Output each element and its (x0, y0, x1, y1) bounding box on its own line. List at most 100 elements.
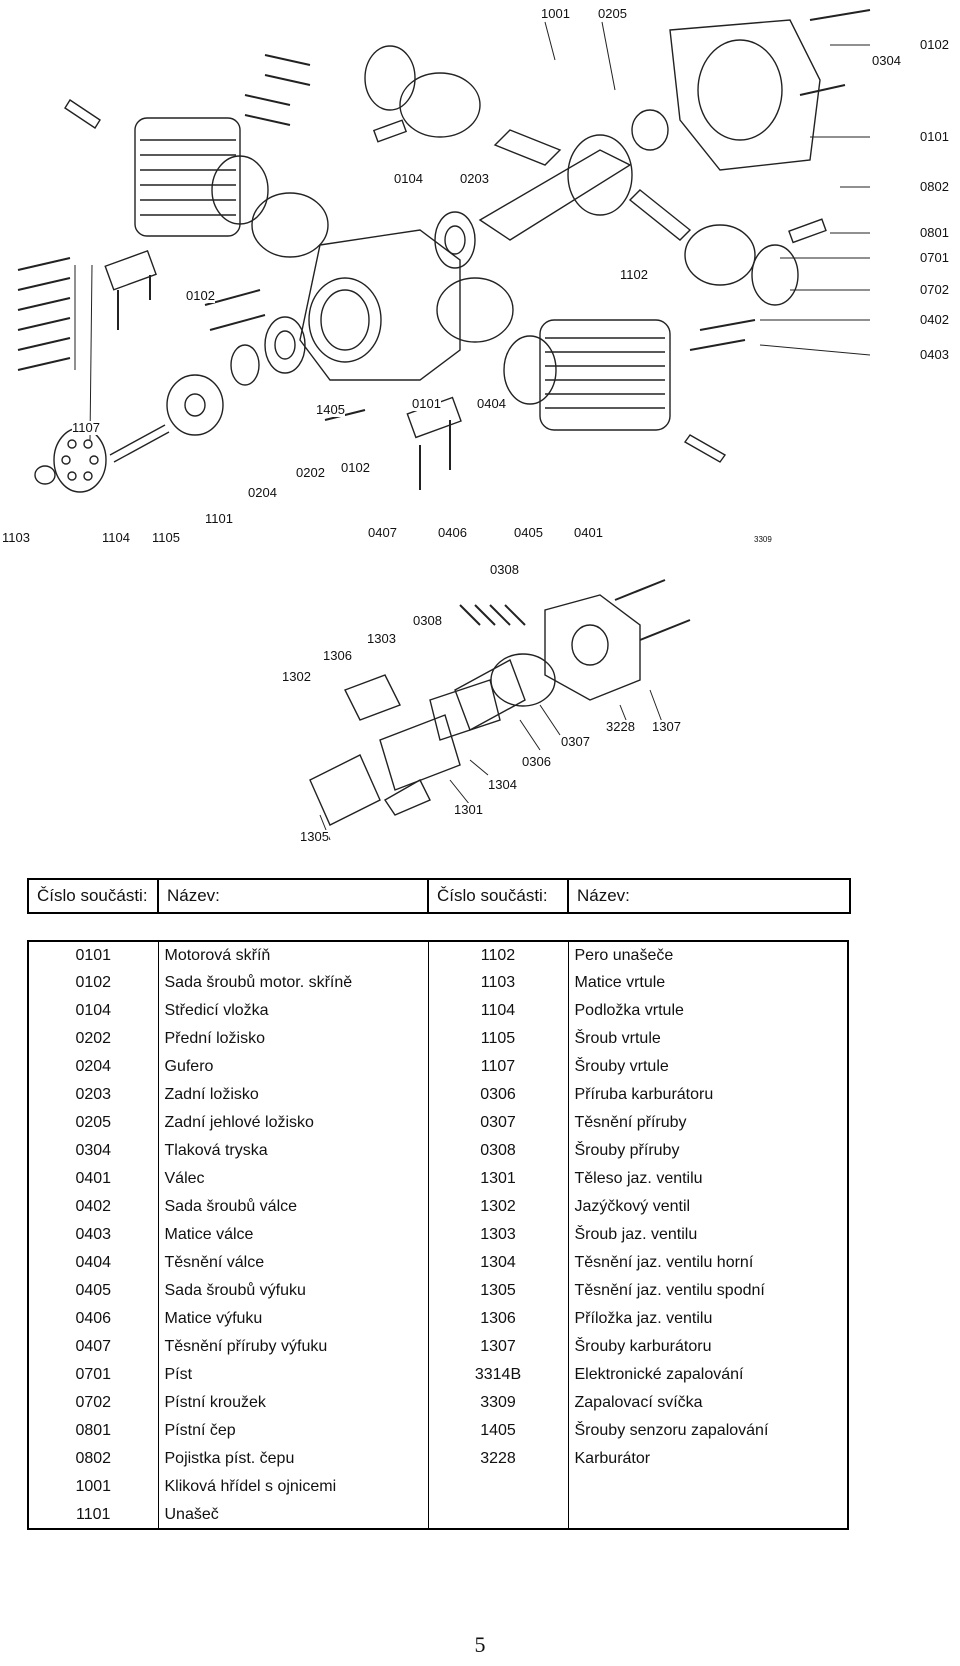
header-name: Název: (157, 879, 428, 913)
part-name-cell: Elektronické zapalování (567, 1361, 848, 1389)
part-number-cell: 0203 (75, 1086, 112, 1103)
callout-label: 1305 (300, 829, 329, 844)
part-name-cell: Tlaková tryska (157, 1137, 428, 1165)
callout-label: 0702 (920, 282, 949, 297)
part-number-cell: 0401 (75, 1170, 112, 1187)
part-number-cell: 3314B (427, 1361, 568, 1389)
part-number-cell: 0307 (427, 1109, 568, 1137)
part-name-cell: Pojistka píst. čepu (157, 1445, 428, 1473)
part-number-cell: 0405 (75, 1282, 112, 1299)
header-name: Název: (567, 879, 850, 913)
callout-label: 0402 (920, 312, 949, 327)
right-ring (751, 244, 799, 306)
callout-label: 1103 (2, 530, 30, 545)
part-name-cell (567, 1501, 848, 1529)
carb-flange (454, 658, 526, 732)
part-number-cell: 1001 (75, 1478, 112, 1495)
part-name-cell: Podložka vrtule (567, 997, 848, 1025)
part-name-cell: Šrouby senzoru zapalování (567, 1417, 848, 1445)
prop-nut (34, 465, 56, 485)
callout-label: 0104 (394, 171, 423, 186)
callout-label: 0306 (522, 754, 551, 769)
part-number-cell: 0407 (75, 1338, 112, 1355)
part-number-cell: 0406 (75, 1310, 112, 1327)
callout-label: 0204 (248, 485, 277, 500)
part-name-cell: Těleso jaz. ventilu (567, 1165, 848, 1193)
part-name-cell: Přední ložisko (157, 1025, 428, 1053)
part-number-cell: 0304 (75, 1142, 112, 1159)
part-name-cell: Těsnění jaz. ventilu horní (567, 1249, 848, 1277)
part-number-cell: 1103 (427, 969, 568, 997)
callout-label: 1303 (367, 631, 396, 646)
part-name-cell: Těsnění příruby (567, 1109, 848, 1137)
callout-label: 0404 (477, 396, 506, 411)
callout-label: 0701 (920, 250, 949, 265)
header-part-number: Číslo součásti: (37, 886, 148, 905)
part-number-cell: 1307 (427, 1333, 568, 1361)
reed-body (379, 714, 461, 791)
callout-label: 0101 (920, 129, 949, 144)
part-name-cell: Šroub vrtule (567, 1025, 848, 1053)
part-name-cell: Gufero (157, 1053, 428, 1081)
part-number-cell: 0306 (427, 1081, 568, 1109)
callout-label: 1304 (488, 777, 517, 792)
callout-label: 0403 (920, 347, 949, 362)
part-number-cell: 1104 (427, 997, 568, 1025)
part-name-cell: Válec (157, 1165, 428, 1193)
part-number-cell: 3228 (427, 1445, 568, 1473)
part-name-cell: Unašeč (157, 1501, 428, 1529)
part-number-cell: 0101 (75, 946, 112, 964)
part-number-cell (427, 1501, 568, 1529)
part-number-cell: 3309 (427, 1389, 568, 1417)
part-number-cell: 1102 (427, 941, 568, 969)
part-name-cell: Sada šroubů výfuku (157, 1277, 428, 1305)
callout-label: 0102 (186, 288, 215, 303)
callout-label: 3228 (606, 719, 635, 734)
left-ring (364, 45, 416, 111)
left-piston (399, 72, 481, 138)
page-number: 5 (474, 1632, 486, 1657)
part-number-cell: 1301 (427, 1165, 568, 1193)
carb-flange-gasket (490, 653, 556, 707)
callout-label: 0205 (598, 6, 627, 21)
part-number-cell: 0801 (75, 1422, 112, 1439)
callout-label: 0401 (574, 525, 603, 540)
prop-hub (166, 374, 224, 436)
callout-label: 1301 (454, 802, 483, 817)
callout-label: 1101 (205, 511, 233, 526)
part-number-cell: 1405 (427, 1417, 568, 1445)
part-name-cell: Pístní čep (157, 1417, 428, 1445)
callout-label: 3309 (754, 535, 772, 544)
header-part-number: Číslo součásti: (427, 879, 568, 913)
callout-label: 1104 (102, 530, 130, 545)
callout-label: 0102 (341, 460, 370, 475)
part-number-cell: 0802 (75, 1450, 112, 1467)
callout-label: 0407 (368, 525, 397, 540)
callout-label: 0304 (872, 53, 901, 68)
callout-label: 0202 (296, 465, 325, 480)
part-number-cell: 0701 (75, 1366, 112, 1383)
part-number-cell: 0204 (75, 1058, 112, 1075)
callout-label: 0405 (514, 525, 543, 540)
carburetor (544, 594, 641, 701)
crankcase (299, 19, 821, 381)
callout-label: 0308 (490, 562, 519, 577)
part-name-cell: Zapalovací svíčka (567, 1389, 848, 1417)
exploded-engine-diagram: 1001 0205 0102 0304 0101 0802 0801 0701 … (2, 6, 949, 844)
part-number-cell: 0402 (75, 1198, 112, 1215)
callout-label: 1405 (316, 402, 345, 417)
part-name-cell (567, 1473, 848, 1501)
